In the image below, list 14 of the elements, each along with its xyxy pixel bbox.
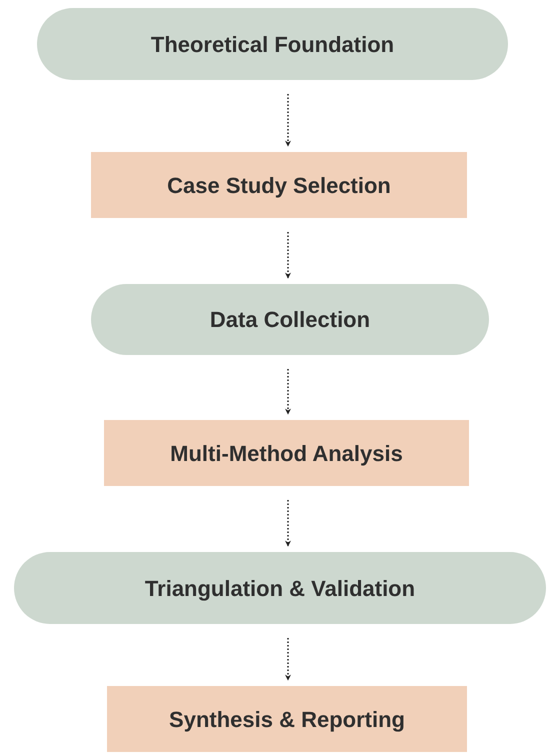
node-label: Triangulation & Validation: [144, 574, 416, 603]
node-label: Case Study Selection: [167, 172, 391, 200]
node-label: Synthesis & Reporting: [169, 706, 405, 734]
dotted-arrow: [285, 94, 291, 147]
node-label: Data Collection: [210, 306, 370, 334]
process-box: [107, 686, 467, 752]
dotted-arrow: [285, 369, 291, 415]
dotted-arrow: [285, 232, 291, 279]
process-box: [104, 420, 469, 486]
dotted-arrow: [285, 638, 291, 681]
dotted-arrow: [285, 500, 291, 547]
node-label: Multi-Method Analysis: [170, 440, 403, 468]
process-box: [91, 152, 467, 218]
node-label: Theoretical Foundation: [150, 30, 394, 58]
